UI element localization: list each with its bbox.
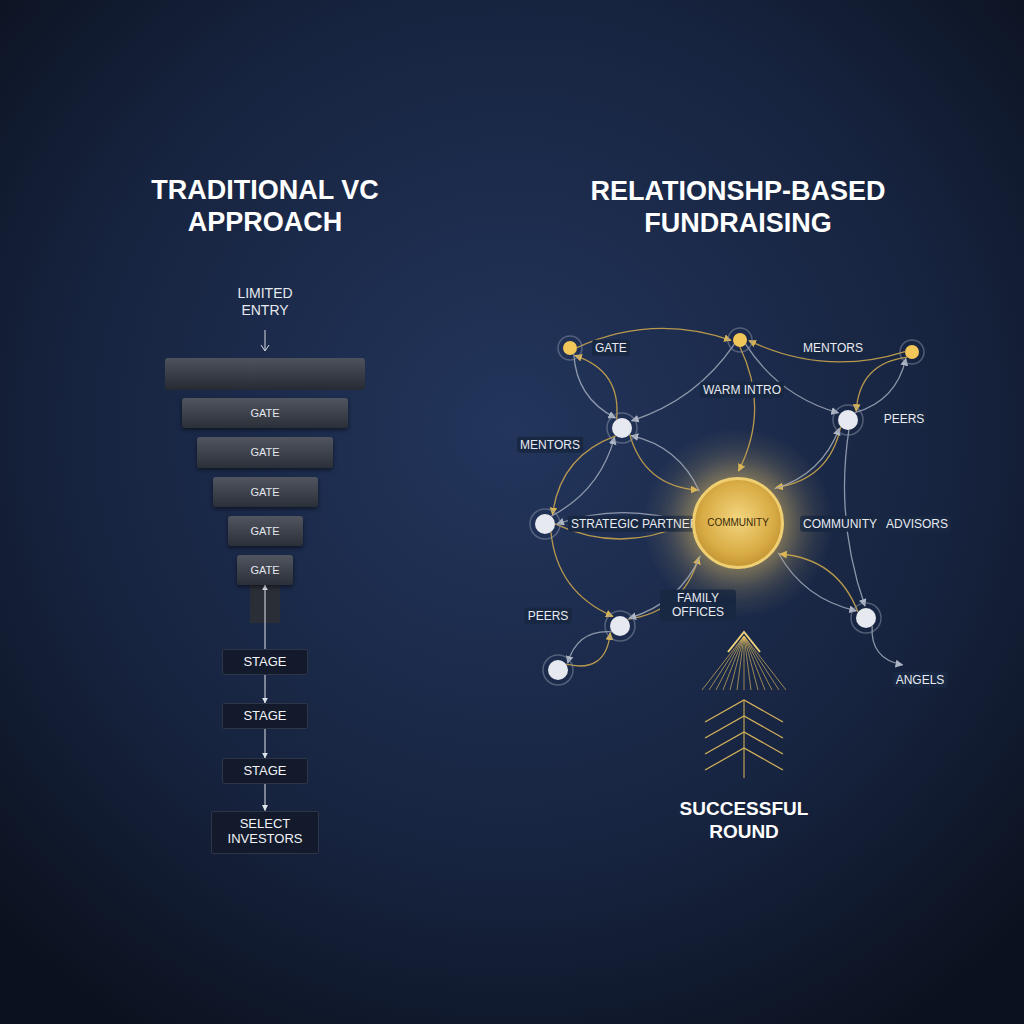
network-links (551, 328, 907, 666)
network-dot (548, 660, 568, 680)
network-link (551, 532, 613, 616)
hub-circle: COMMUNITY (692, 477, 784, 569)
success-ray (744, 636, 786, 690)
network-link (575, 356, 617, 420)
network-dot (535, 514, 555, 534)
text-label: FAMILY OFFICES (660, 590, 736, 621)
entry-arrow (265, 330, 266, 350)
node-text: GATE (250, 486, 279, 499)
network-dot-ring (558, 336, 582, 360)
network-dot (838, 410, 858, 430)
network-dot-ring (851, 603, 881, 633)
network-link (631, 436, 699, 492)
network-dot-ring (833, 405, 863, 435)
network-dot (612, 418, 632, 438)
network-link (739, 347, 755, 471)
text-label: PEERS (525, 608, 572, 624)
node-text: STAGE (243, 655, 286, 670)
stage-box: STAGE (222, 703, 308, 729)
network-dot (733, 333, 747, 347)
node-text: COMMUNITY (707, 517, 769, 529)
success-ray (709, 636, 744, 690)
network-link (778, 553, 856, 611)
network-dot-ring (728, 328, 752, 352)
success-ray (744, 636, 745, 690)
node-text: SELECT INVESTORS (217, 817, 313, 847)
network-dot (856, 608, 876, 628)
text-label: STRATEGIC PARTNERS (568, 516, 709, 532)
text-label: MENTORS (800, 340, 866, 356)
text-label: ADVISORS (883, 516, 951, 532)
text-label: ANGELS (893, 672, 948, 688)
network-dot (563, 341, 577, 355)
flow-arrow (265, 675, 266, 703)
flow-arrow (265, 585, 266, 649)
text-label: LIMITED ENTRY (225, 285, 305, 319)
success-ray (744, 636, 772, 690)
network-dot (610, 616, 630, 636)
success-ray (744, 636, 758, 690)
success-ray (716, 636, 744, 690)
success-head (728, 632, 760, 652)
node-text: STAGE (243, 709, 286, 724)
network-link (780, 554, 858, 612)
network-link (574, 354, 616, 418)
network-link (774, 428, 839, 489)
node-text: GATE (250, 407, 279, 420)
gate-bar: GATE (182, 398, 348, 428)
success-arrow (702, 632, 786, 778)
network-dot-ring (543, 655, 573, 685)
text-label: GATE (592, 340, 630, 356)
network-link (776, 427, 841, 488)
stage-box: STAGE (222, 758, 308, 784)
network-dot-ring (530, 509, 560, 539)
success-shaft (744, 700, 745, 778)
flow-arrow (265, 784, 266, 811)
node-text: GATE (250, 446, 279, 459)
section-heading: RELATIONSHP-BASED FUNDRAISING (568, 175, 908, 240)
gate-bar: GATE (228, 516, 303, 546)
network-link (856, 357, 907, 411)
network-dots (530, 328, 924, 685)
success-ray (744, 636, 779, 690)
network-link (872, 626, 903, 665)
network-link (855, 359, 906, 413)
network-dot (905, 345, 919, 359)
result-box: SELECT INVESTORS (211, 811, 319, 854)
funnel-bar (165, 358, 365, 390)
node-text: GATE (250, 525, 279, 538)
text-label: COMMUNITY (800, 516, 880, 532)
flow-arrow (265, 729, 266, 758)
success-ray (730, 636, 744, 690)
section-heading: TRADITIONAL VC APPROACH (115, 174, 415, 239)
text-label: PEERS (881, 411, 928, 427)
text-label: WARM INTRO (700, 382, 784, 398)
network-link (568, 632, 612, 663)
text-label: MENTORS (517, 437, 583, 453)
gate-bar: GATE (213, 477, 318, 507)
stage-box: STAGE (222, 649, 308, 675)
success-ray (702, 636, 744, 690)
node-text: GATE (250, 564, 279, 577)
text-label: SUCCESSFUL ROUND (669, 798, 819, 844)
network-dot-ring (900, 340, 924, 364)
network-dot-ring (607, 413, 637, 443)
network-dot-ring (605, 611, 635, 641)
success-ray (737, 636, 744, 690)
network-link (630, 434, 698, 490)
node-text: STAGE (243, 764, 286, 779)
network-link (749, 341, 905, 362)
gate-bar: GATE (197, 437, 333, 468)
entry-arrowhead (261, 345, 269, 351)
gate-bar: GATE (237, 555, 293, 585)
